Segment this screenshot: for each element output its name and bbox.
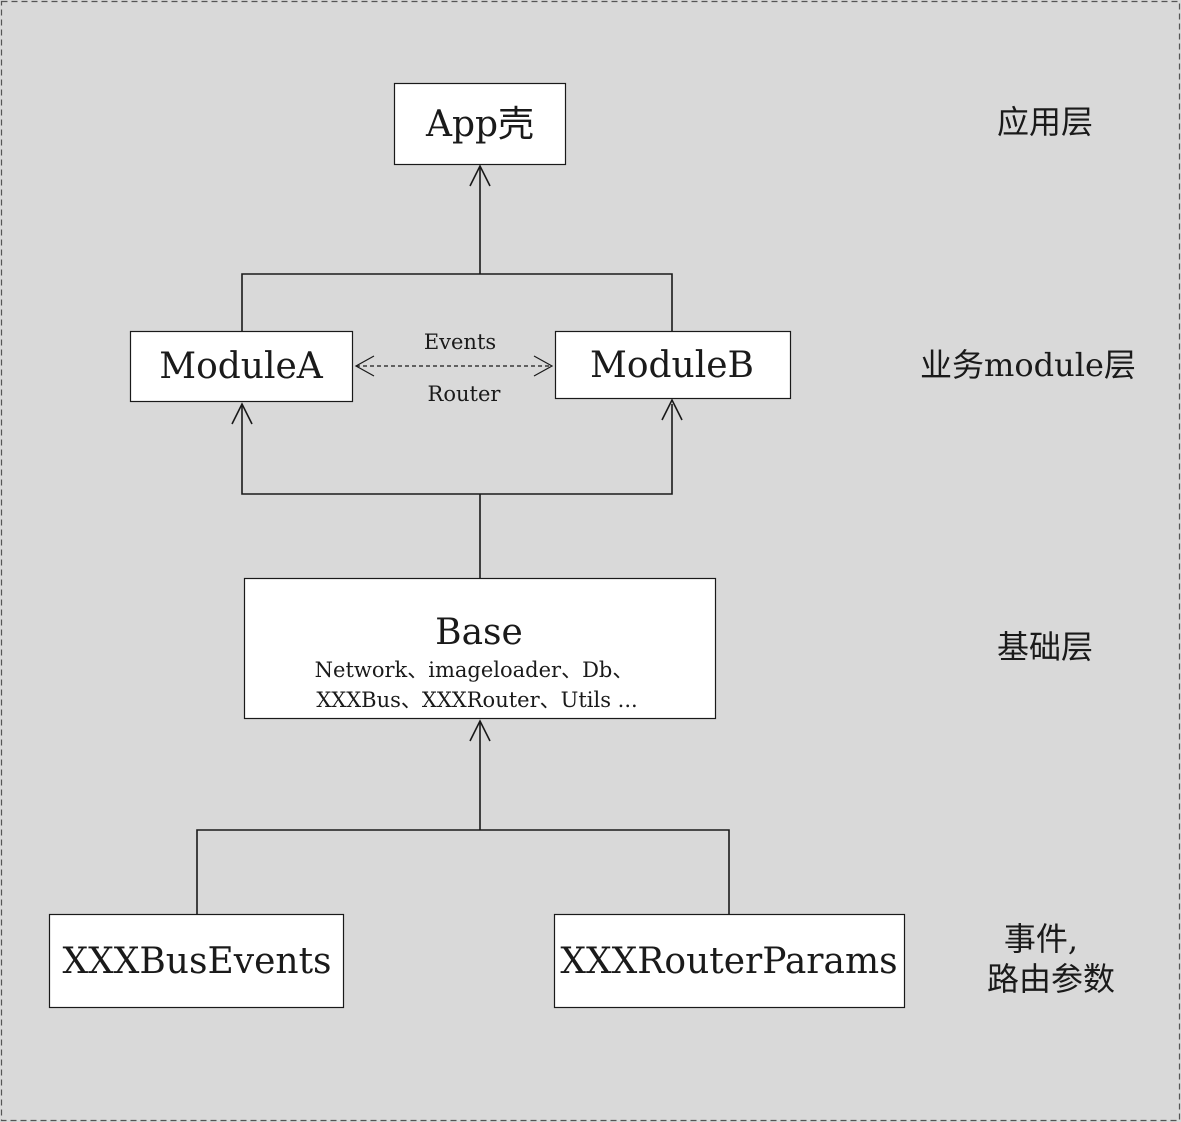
base-components-line-2: XXXBus、XXXRouter、Utils ... — [316, 688, 637, 712]
arrow-to-app-icon — [469, 164, 491, 187]
application-layer-label: 应用层 — [997, 103, 1093, 141]
app-shell-box: App壳 — [393, 82, 567, 166]
router-label: Router — [428, 382, 502, 406]
events-to-base-bracket — [196, 829, 730, 914]
layer-labels: 应用层 业务module层 基础层 事件, 路由参数 — [920, 103, 1136, 998]
foundation-layer-label: 基础层 — [997, 628, 1093, 666]
module-a-title: ModuleA — [159, 346, 324, 387]
arrow-to-base-icon — [469, 719, 491, 742]
base-components-line-1: Network、imageloader、Db、 — [315, 658, 634, 682]
bus-events-box: XXXBusEvents — [48, 913, 345, 1009]
router-params-box: XXXRouterParams — [553, 913, 906, 1009]
arrow-to-module-b-icon — [661, 398, 683, 421]
events-layer-label-line-1: 事件, — [1004, 920, 1078, 958]
connectors — [196, 167, 730, 914]
module-a-box: ModuleA — [129, 330, 354, 403]
router-params-title: XXXRouterParams — [560, 941, 897, 982]
connector-labels: Events Router — [424, 330, 502, 406]
arrow-left-icon — [354, 355, 375, 377]
arrow-right-icon — [533, 355, 554, 377]
bus-events-title: XXXBusEvents — [62, 941, 331, 982]
arrow-to-module-a-icon — [231, 402, 253, 425]
app-shell-title: App壳 — [425, 104, 534, 145]
events-layer-label-line-2: 路由参数 — [987, 960, 1115, 998]
events-label: Events — [424, 330, 496, 354]
base-title: Base — [435, 612, 523, 653]
base-to-modules-bracket — [241, 404, 673, 495]
business-layer-label: 业务module层 — [920, 346, 1136, 384]
module-b-box: ModuleB — [554, 330, 792, 400]
arrowheads — [231, 164, 683, 742]
base-box: Base Network、imageloader、Db、 XXXBus、XXXR… — [243, 577, 717, 720]
module-link — [354, 355, 554, 377]
modules-to-app-bracket — [241, 273, 673, 331]
module-b-title: ModuleB — [590, 345, 754, 386]
